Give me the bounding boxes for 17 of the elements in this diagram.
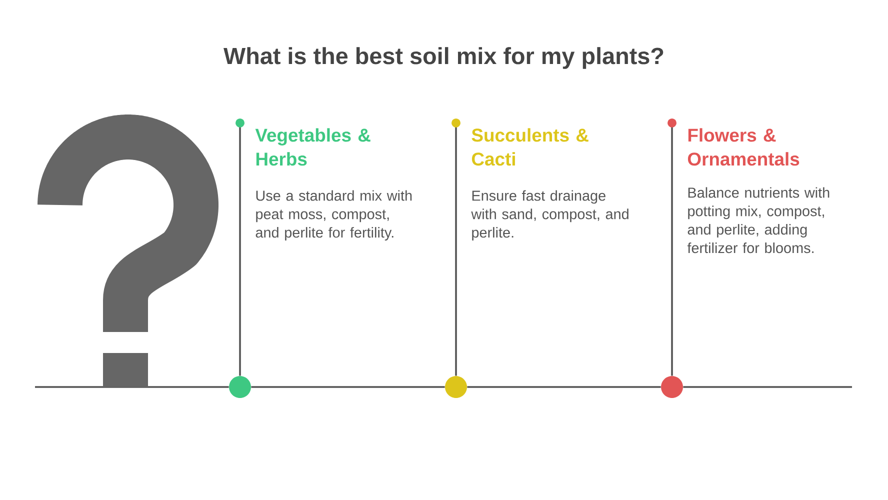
description-text: Balance nutrients with potting mix, compost, and perlite, adding fertilizer for blooms. (687, 187, 830, 254)
stem-line (668, 118, 676, 376)
timeline-line (683, 386, 852, 388)
timeline-dot (661, 376, 683, 398)
timeline-line (467, 386, 661, 388)
stem-line (452, 118, 460, 376)
description-text: Ensure fast drainage with sand, compost, and perlite. (471, 190, 628, 241)
milestone-heading: Flowers & Ornamentals (688, 128, 800, 166)
milestone-heading: Vegetables & Herbs (255, 128, 370, 166)
timeline-dot (229, 376, 251, 398)
stem-line (236, 118, 245, 376)
milestone-heading: Succulents & Cacti (472, 128, 588, 166)
timeline-line (35, 386, 229, 388)
timeline-line (251, 386, 445, 388)
timeline-dot (445, 376, 467, 398)
description-text: Use a standard mix with peat moss, compost, and perlite for fertility. (256, 190, 412, 241)
title: What is the best soil mix for my plants? (224, 47, 664, 69)
